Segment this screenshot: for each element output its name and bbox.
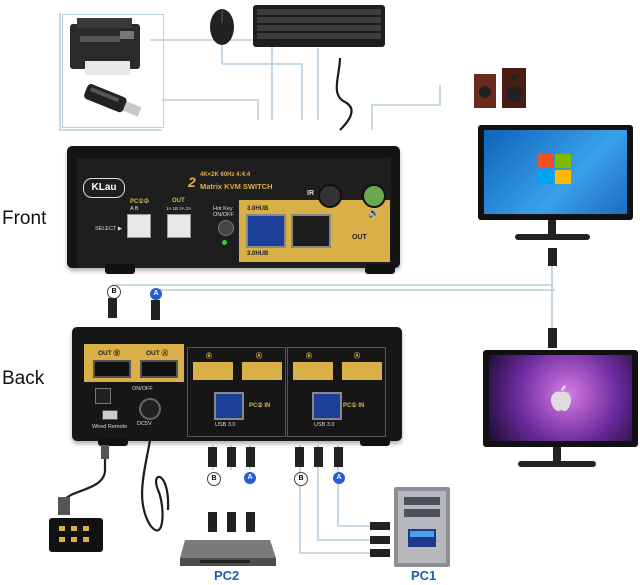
mic-jack[interactable]	[318, 184, 342, 208]
pc1-in-group	[287, 347, 386, 437]
pc1-plug-b	[295, 447, 304, 467]
mouse-icon	[210, 9, 234, 45]
power-onoff-label: ON/OFF	[132, 386, 153, 392]
pc2-plug-a	[246, 447, 255, 467]
pc2-usb30-label: USB 3.0	[215, 422, 236, 428]
pc1-plug-a-end	[370, 522, 390, 530]
monitor-mac-neck	[553, 447, 561, 461]
pc2-label: PC2	[214, 568, 240, 583]
marker-b-pc2: B	[207, 472, 221, 486]
select-label: SELECT ▶	[95, 226, 123, 232]
pc2-plug-b-bottom	[208, 512, 217, 532]
pc2-port-a-label: Ⓐ	[256, 354, 263, 360]
wired-remote-port[interactable]	[102, 410, 118, 420]
apple-logo-icon	[551, 385, 571, 412]
brand-logo: KLau	[83, 178, 125, 198]
marker-a-pc2: A	[244, 472, 256, 484]
product-title: Matrix KVM SWITCH	[200, 182, 273, 191]
pc2-port-b-label: Ⓑ	[206, 354, 213, 360]
back-foot-right	[360, 438, 390, 446]
hotkey-onoff-label: ON/OFF	[213, 212, 234, 218]
speaker-icon: 🔊	[368, 208, 380, 218]
out-a-label: OUT Ⓐ	[146, 350, 169, 357]
pc1-plug-a	[334, 447, 343, 467]
out-select-label: OUT	[172, 198, 185, 204]
pc2-plug-usb	[227, 447, 236, 467]
out-b-label: OUT Ⓑ	[98, 350, 121, 357]
printer-icon	[70, 18, 140, 75]
usb-hub-bottom-label: 3.0HUB	[247, 251, 269, 257]
out-select-button[interactable]	[167, 214, 191, 238]
pc2-plug-a-bottom	[246, 512, 255, 532]
pc2-in-label: PC② IN	[249, 403, 271, 409]
hdmi-out-b-port[interactable]	[93, 360, 131, 378]
front-label: Front	[2, 208, 47, 229]
wired-remote-device[interactable]	[49, 518, 103, 552]
spec-line: 4K×2K 60Hz 4:4:4	[200, 172, 251, 178]
monitor-windows-neck	[548, 220, 556, 234]
hdmi-plug-a	[151, 300, 160, 320]
pc2-mini-pc-icon	[180, 540, 276, 566]
pc1-label: PC1	[411, 568, 437, 583]
foot-left	[105, 264, 135, 274]
hotkey-button[interactable]	[218, 220, 234, 236]
pc1-usb30-label: USB 3.0	[314, 422, 335, 428]
back-label: Back	[2, 368, 45, 389]
windows-logo-icon	[537, 154, 571, 184]
power-switch[interactable]	[95, 388, 111, 404]
ir-label: IR	[307, 190, 314, 197]
foot-right	[365, 264, 395, 274]
usb2-port-right[interactable]	[291, 214, 331, 248]
dc-power-jack[interactable]	[139, 398, 161, 420]
out-select-sub: 1A 1B 2A 2A	[166, 206, 192, 211]
pc1-hdmi-a-port[interactable]	[342, 362, 382, 380]
pc1-usb3-port[interactable]	[312, 392, 342, 420]
pc2-plug-b	[208, 447, 217, 467]
marker-b-pc1: B	[294, 472, 308, 486]
usb-drive-icon	[84, 84, 142, 117]
remote-cable-plug	[101, 445, 109, 459]
usb-hub-top-label: 3.0HUB	[247, 206, 269, 212]
wired-remote-label: Wired Remote	[92, 424, 128, 430]
pc1-plug-usb	[314, 447, 323, 467]
pc1-plug-usb-end	[370, 536, 390, 544]
hdmi-plug-monitor-top	[548, 248, 557, 266]
audio-out-label: OUT	[352, 234, 367, 241]
peripheral-frame	[62, 14, 164, 128]
remote-plug	[58, 497, 70, 515]
pc1-port-b-label: Ⓑ	[306, 354, 313, 360]
hdmi-plug-b	[108, 298, 117, 318]
pc-select-sub: A B	[130, 206, 139, 212]
keyboard-icon	[253, 5, 385, 47]
remote-buttons-icon	[59, 526, 89, 542]
hotkey-led	[222, 240, 227, 245]
audio-jack[interactable]	[362, 184, 386, 208]
monitor-mac-base	[518, 461, 596, 467]
pc2-usb3-port[interactable]	[214, 392, 244, 420]
pc-select-button[interactable]	[127, 214, 151, 238]
marker-a-front: A	[150, 288, 162, 300]
monitor-windows-base	[515, 234, 590, 240]
speakers-icon	[474, 68, 526, 108]
hdmi-plug-monitor	[548, 328, 557, 348]
pc1-port-a-label: Ⓐ	[354, 354, 361, 360]
pc2-in-group	[187, 347, 286, 437]
pc2-hdmi-a-port[interactable]	[242, 362, 282, 380]
pc-select-label: PC①②	[130, 199, 150, 205]
pc1-plug-b-end	[370, 549, 390, 557]
back-foot-left	[98, 438, 128, 446]
pc1-in-label: PC① IN	[343, 403, 365, 409]
hdmi-out-a-port[interactable]	[140, 360, 178, 378]
pc2-plug-usb-bottom	[227, 512, 236, 532]
pc1-hdmi-b-port[interactable]	[293, 362, 333, 380]
port-count-mark: 2	[188, 174, 196, 190]
hotkey-label: Hot Key	[213, 206, 233, 212]
pc2-hdmi-b-port[interactable]	[193, 362, 233, 380]
usb3-port-left[interactable]	[246, 214, 286, 248]
marker-b-front: B	[107, 285, 121, 299]
dc5v-label: DC5V	[137, 421, 152, 427]
pc1-tower-icon	[394, 487, 450, 567]
marker-a-pc1: A	[333, 472, 345, 484]
